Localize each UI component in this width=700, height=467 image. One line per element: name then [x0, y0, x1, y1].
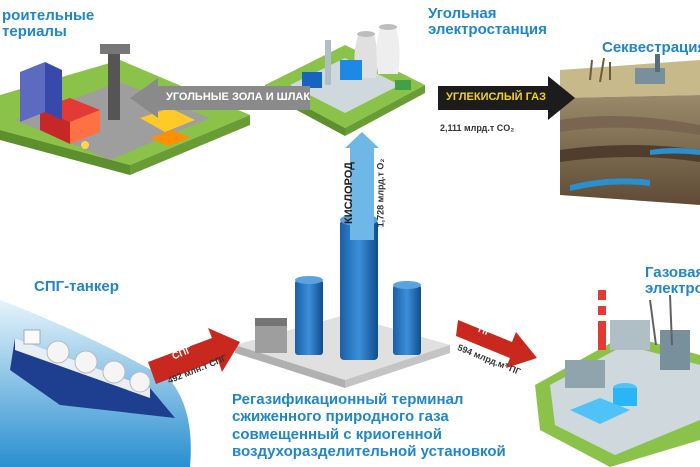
sequestration-label: Секвестрация	[602, 40, 700, 56]
building-materials-label: роительные териалы	[2, 8, 94, 40]
lng-tanker-label: СПГ-танкер	[34, 279, 119, 295]
co2-arrow-label: УГЛЕКИСЛЫЙ ГАЗ	[446, 91, 546, 103]
lng-tanker-illustration	[0, 300, 191, 467]
terminal-illustration	[235, 200, 450, 388]
ash-arrow-label: УГОЛЬНЫЕ ЗОЛА И ШЛАК	[166, 91, 310, 103]
co2-amount: 2,111 млрд.т CO₂	[440, 123, 514, 133]
oxygen-amount: 1,728 млрд.т O₂	[375, 159, 385, 228]
gas-plant-label: Газовая электро	[645, 265, 700, 297]
coal-plant-illustration	[265, 24, 425, 136]
terminal-label: Регазификационный терминал сжиженного пр…	[232, 391, 506, 460]
coal-plant-label: Угольная электростанция	[428, 6, 547, 38]
oxygen-arrow-label: КИСЛОРОД	[343, 162, 355, 224]
gas-plant-illustration	[535, 290, 700, 467]
sequestration-illustration	[560, 54, 700, 205]
